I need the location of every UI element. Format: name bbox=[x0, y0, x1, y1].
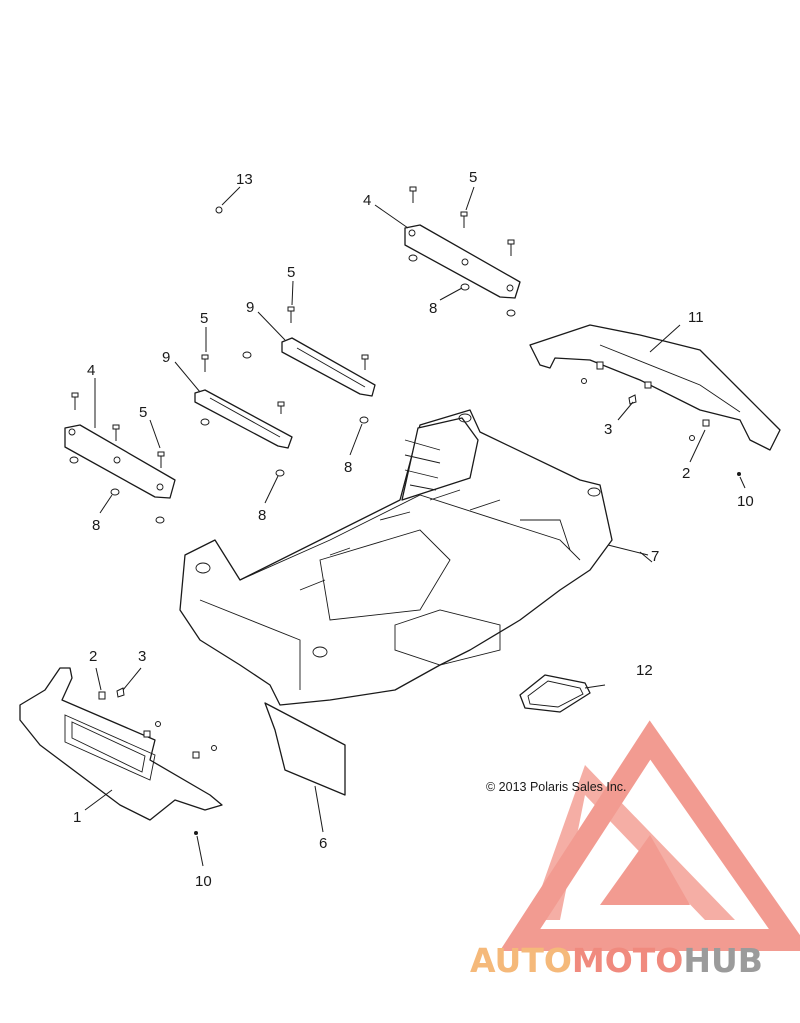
cargo-box bbox=[179, 409, 613, 706]
callout-8-d: 8 bbox=[429, 300, 437, 317]
callout-3-left: 3 bbox=[138, 648, 146, 665]
callout-8-a: 8 bbox=[92, 517, 100, 534]
callout-13: 13 bbox=[236, 171, 253, 188]
watermark-logo-icon bbox=[499, 720, 800, 951]
watermark-text-hub: HUB bbox=[683, 941, 763, 980]
callout-5-a: 5 bbox=[139, 404, 147, 421]
watermark-text-moto: MOTO bbox=[572, 941, 683, 980]
clip-icons bbox=[98, 206, 741, 835]
callout-4-top: 4 bbox=[363, 192, 371, 209]
bracket-4-top bbox=[404, 224, 521, 299]
callout-5-d: 5 bbox=[469, 169, 477, 186]
front-guard bbox=[19, 667, 223, 821]
callout-4-left: 4 bbox=[87, 362, 95, 379]
callout-7: 7 bbox=[651, 548, 659, 565]
bolt-icons bbox=[71, 186, 515, 468]
callout-11: 11 bbox=[688, 309, 704, 326]
nut-icons bbox=[69, 254, 516, 524]
callout-5-b: 5 bbox=[200, 310, 208, 327]
callout-1: 1 bbox=[73, 809, 81, 826]
callout-9-left: 9 bbox=[162, 349, 170, 366]
callout-10-left: 10 bbox=[195, 873, 212, 890]
leader-lines bbox=[84, 186, 746, 867]
callout-10-right: 10 bbox=[737, 493, 754, 510]
callout-12: 12 bbox=[636, 662, 653, 679]
callout-8-c: 8 bbox=[344, 459, 352, 476]
bracket-9-right bbox=[281, 337, 376, 397]
rear-guard bbox=[529, 324, 781, 451]
side-panel bbox=[264, 702, 346, 796]
callout-2-right: 2 bbox=[682, 465, 690, 482]
copyright-text: © 2013 Polaris Sales Inc. bbox=[486, 780, 627, 794]
callout-8-b: 8 bbox=[258, 507, 266, 524]
callout-2-left: 2 bbox=[89, 648, 97, 665]
watermark-text: AUTOMOTOHUB bbox=[470, 941, 763, 980]
callout-9-right: 9 bbox=[246, 299, 254, 316]
bracket-4-left bbox=[64, 424, 176, 499]
callout-6: 6 bbox=[319, 835, 327, 852]
bracket-9-left bbox=[194, 389, 293, 449]
callout-5-c: 5 bbox=[287, 264, 295, 281]
cover-pad bbox=[519, 674, 591, 713]
callout-labels: 1 2 2 3 3 4 4 5 5 5 5 6 7 8 8 8 8 9 9 10… bbox=[73, 169, 754, 890]
callout-3-right: 3 bbox=[604, 421, 612, 438]
watermark-text-auto: AUTO bbox=[470, 941, 572, 980]
